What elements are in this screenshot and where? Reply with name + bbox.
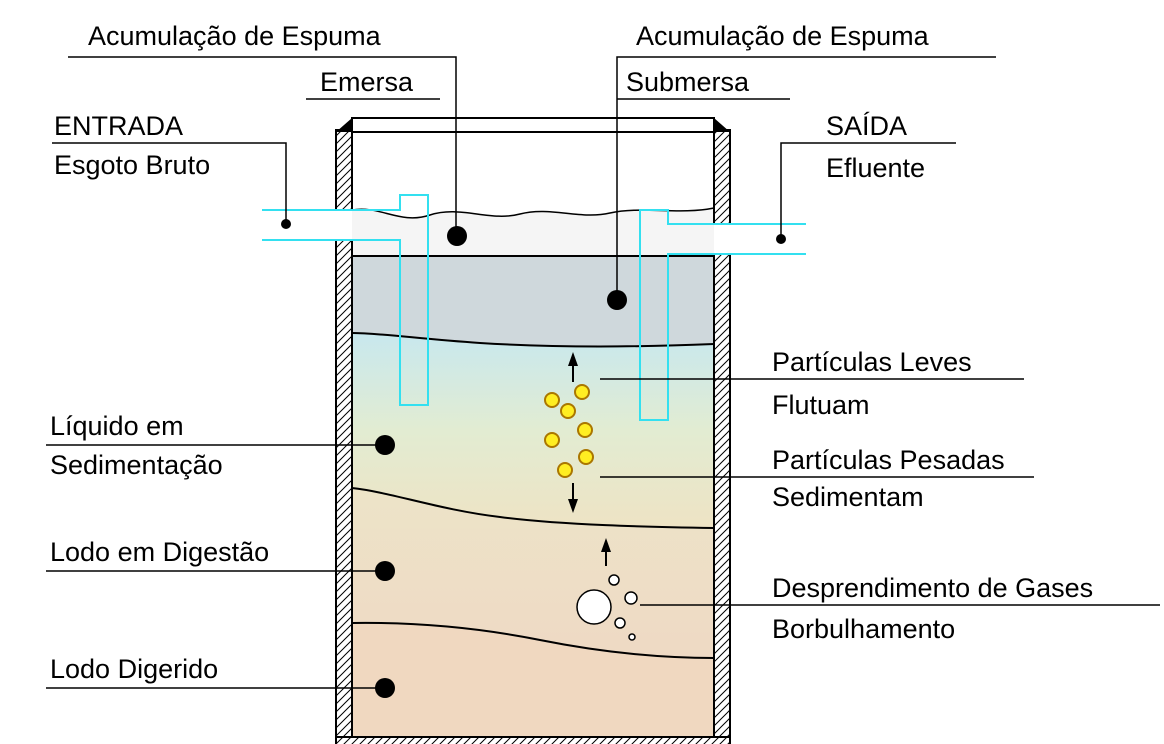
label-inlet-sub: Esgoto Bruto xyxy=(54,150,210,180)
particle xyxy=(578,449,594,465)
lid-corner-left xyxy=(336,118,352,132)
marker-dots xyxy=(281,219,786,698)
particle xyxy=(544,432,560,448)
tank-lid xyxy=(351,117,715,133)
right-wall-lower xyxy=(713,253,731,738)
label-settling-liquid-line1: Líquido em xyxy=(50,411,184,441)
bottom-slab xyxy=(335,736,731,744)
bubble xyxy=(608,574,620,586)
label-inlet-title: ENTRADA xyxy=(54,111,183,141)
particle xyxy=(574,384,590,400)
label-gases-sub: Borbulhamento xyxy=(772,614,955,644)
label-settling-liquid-line2: Sedimentação xyxy=(50,450,223,480)
bubble xyxy=(628,633,636,641)
label-submerged-scum-sub: Submersa xyxy=(626,67,750,97)
digesting-sludge-layer xyxy=(352,488,714,658)
submerged-scum-layer xyxy=(352,256,714,347)
right-wall-upper xyxy=(713,129,731,225)
left-wall-lower xyxy=(335,239,353,738)
arrow-up-gas xyxy=(601,538,611,566)
label-outlet-title: SAÍDA xyxy=(826,111,907,141)
pipes xyxy=(262,194,806,421)
submerged-scum-marker xyxy=(607,290,627,310)
leader-lines xyxy=(46,56,1160,689)
label-submerged-scum-title: Acumulação de Espuma xyxy=(636,21,930,51)
lid-corner-right xyxy=(714,118,730,132)
settling-liquid-layer xyxy=(352,333,714,528)
inlet-pipe xyxy=(262,194,429,406)
outlet-marker xyxy=(776,234,786,244)
label-light-particles-sub: Flutuam xyxy=(772,390,870,420)
particle-group xyxy=(544,384,594,478)
digesting-sludge-marker xyxy=(375,561,395,581)
bubble xyxy=(614,617,626,629)
digested-sludge-layer xyxy=(352,622,714,737)
label-digested-sludge: Lodo Digerido xyxy=(50,654,218,684)
emerged-scum-marker xyxy=(447,226,467,246)
label-light-particles-title: Partículas Leves xyxy=(772,347,972,377)
settling-liquid-marker xyxy=(375,435,395,455)
arrows xyxy=(568,352,611,566)
arrow-down-heavy-particles xyxy=(568,483,578,513)
gas-bubbles xyxy=(576,574,638,641)
particle xyxy=(557,462,573,478)
left-wall-upper xyxy=(335,129,353,211)
digested-sludge-marker xyxy=(375,678,395,698)
emerged-scum-layer xyxy=(352,208,714,256)
label-gases-title: Desprendimento de Gases xyxy=(772,573,1093,603)
label-heavy-particles-sub: Sedimentam xyxy=(772,482,924,512)
labels: Acumulação de Espuma Emersa Acumulação d… xyxy=(50,21,1093,684)
label-emerged-scum-sub: Emersa xyxy=(320,67,414,97)
inlet-marker xyxy=(281,219,291,229)
label-heavy-particles-title: Partículas Pesadas xyxy=(772,445,1005,475)
outlet-pipe xyxy=(639,209,806,421)
bubble xyxy=(624,591,638,605)
bubble-large xyxy=(576,589,612,625)
particle xyxy=(577,422,593,438)
particle xyxy=(560,403,576,419)
label-outlet-sub: Efluente xyxy=(826,153,925,183)
arrow-up-light-particles xyxy=(568,352,578,382)
label-emerged-scum-title: Acumulação de Espuma xyxy=(88,21,382,51)
tank-contents xyxy=(351,207,715,737)
particle xyxy=(544,392,560,408)
label-digesting-sludge: Lodo em Digestão xyxy=(50,537,269,567)
